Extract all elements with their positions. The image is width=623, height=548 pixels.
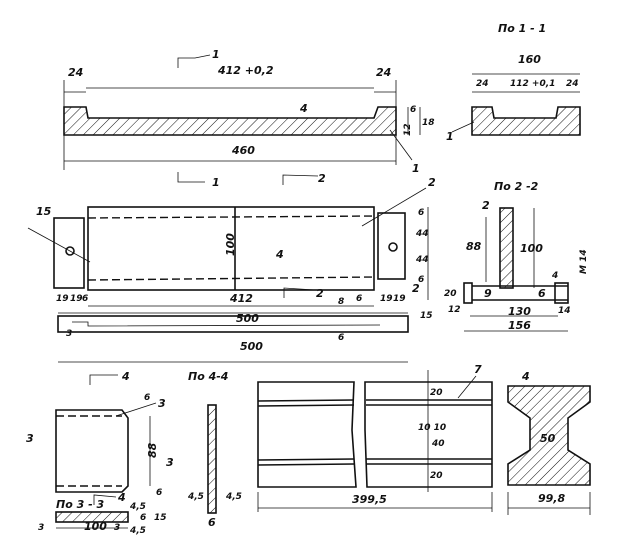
- dim-15: 15: [154, 513, 167, 523]
- roughness-mark: 4: [275, 248, 284, 261]
- dim-10-10: 10 10: [418, 423, 446, 433]
- dim-6: 6: [140, 513, 146, 523]
- dim-3: 3: [66, 329, 72, 339]
- thread-m14: M 14: [579, 249, 589, 274]
- section-mark-1: 1: [212, 48, 220, 61]
- callout-2: 2: [482, 199, 490, 212]
- callout-15: 15: [36, 205, 52, 218]
- dim-12: 12: [448, 305, 461, 315]
- dim-6: 6: [156, 488, 162, 498]
- dim-3: 3: [114, 523, 120, 533]
- right-tab: [377, 212, 406, 280]
- roughness-mark: 4: [299, 102, 308, 115]
- dim-6: 6: [418, 208, 424, 218]
- i-section: 4 50 99,8: [507, 370, 591, 515]
- dim-19: 19: [56, 294, 69, 304]
- section-3-3-title: По 3 - 3: [56, 498, 104, 511]
- dim-19: 19: [380, 294, 393, 304]
- beam-view: 7 20 10 10 40 20 399,5: [257, 363, 493, 512]
- dim-4-5: 4,5: [129, 526, 146, 536]
- dim-3: 3: [38, 523, 44, 533]
- top-section-view: 24 412 +0,2 24 460 4 12 6 18 1 1: [63, 48, 435, 175]
- dim-100: 100: [224, 233, 237, 256]
- dim-460: 460: [231, 144, 255, 157]
- dim-130: 130: [508, 305, 531, 318]
- dim-24-right: 24: [376, 66, 391, 79]
- dim-19: 19: [70, 294, 83, 304]
- dim-20: 20: [444, 289, 457, 299]
- dim-24-left: 24: [68, 66, 83, 79]
- dim-44: 44: [415, 229, 429, 239]
- dim-399-5: 399,5: [352, 493, 387, 506]
- dim-99-8: 99,8: [538, 492, 565, 505]
- dim-88: 88: [146, 442, 159, 458]
- callout-3: 3: [158, 397, 166, 410]
- dim-112: 112 +0,1: [510, 79, 555, 89]
- callout-1: 1: [446, 130, 454, 143]
- dim-20: 20: [430, 471, 443, 481]
- dim-19: 19: [393, 294, 406, 304]
- dim-88: 88: [466, 240, 482, 253]
- dim-12: 12: [403, 123, 413, 136]
- callout-1: 1: [412, 162, 420, 175]
- dim-18: 18: [422, 118, 435, 128]
- dim-6: 6: [356, 294, 362, 304]
- roughness-mark: 4: [521, 370, 530, 383]
- dim-100: 100: [84, 520, 107, 533]
- pin-view: 20 12 130 156 14 M 14 4: [444, 249, 589, 332]
- dim-6: 6: [410, 105, 416, 115]
- dim-14: 14: [558, 306, 571, 316]
- dim-44: 44: [415, 255, 429, 265]
- section-4-4-title: По 4-4: [188, 370, 228, 383]
- dim-40: 40: [431, 439, 445, 449]
- dim-6: 6: [144, 393, 150, 403]
- dim-6: 6: [208, 516, 216, 529]
- rail-view: 2 2 8 6 15 3 500: [57, 282, 433, 363]
- dim-6: 6: [418, 275, 424, 285]
- callout-7: 7: [474, 363, 482, 376]
- section-mark-3: 3: [26, 432, 34, 445]
- callout-4: 4: [551, 271, 558, 281]
- section-3-3: По 3 - 3 3 100 3 4,5 6 4,5 15: [38, 498, 167, 536]
- dim-50: 50: [540, 432, 556, 445]
- section-mark-3: 3: [166, 456, 174, 469]
- callout-2: 2: [428, 176, 436, 189]
- section-mark-4: 4: [117, 491, 126, 504]
- dim-20: 20: [430, 388, 443, 398]
- section-mark-2: 2: [316, 287, 324, 300]
- dim-6: 6: [82, 294, 88, 304]
- dim-24-left: 24: [476, 79, 489, 89]
- dim-4-5: 4,5: [225, 492, 242, 502]
- section-1-1: По 1 - 1 160 24 112 +0,1 24 1: [446, 22, 581, 143]
- dim-412: 412: [229, 292, 253, 305]
- section-1-1-title: По 1 - 1: [498, 22, 546, 35]
- dim-24-right: 24: [566, 79, 579, 89]
- hole-icon: [388, 242, 398, 252]
- left-tab: [53, 217, 85, 289]
- dim-15: 15: [420, 311, 433, 321]
- dim-500: 500: [236, 312, 259, 325]
- callout-2: 2: [412, 282, 420, 295]
- section-mark-2: 2: [318, 172, 326, 185]
- dim-4-5: 4,5: [187, 492, 204, 502]
- section-2-2: По 2 -2 2 88 100 9 6: [466, 180, 546, 300]
- dim-100: 100: [520, 242, 543, 255]
- dim-6: 6: [538, 287, 546, 300]
- section-mark-1: 1: [212, 176, 220, 189]
- dim-6: 6: [338, 333, 344, 343]
- plate-view: 4 4 3 3 3 88 6 6: [26, 370, 174, 505]
- plan-view: 1 2 15 2 100 4 19 19 6 412 6 19 19 500 6…: [27, 172, 436, 325]
- dim-8: 8: [338, 297, 344, 307]
- dim-412: 412 +0,2: [217, 64, 274, 77]
- section-4-4: По 4-4 4,5 4,5 6: [187, 370, 242, 529]
- hole-icon: [65, 246, 75, 256]
- section-2-2-title: По 2 -2: [494, 180, 539, 193]
- dim-4-5: 4,5: [129, 502, 146, 512]
- dim-500: 500: [240, 340, 263, 353]
- section-mark-4: 4: [121, 370, 130, 383]
- dim-156: 156: [508, 319, 531, 332]
- dim-9: 9: [484, 287, 492, 300]
- dim-160: 160: [518, 53, 541, 66]
